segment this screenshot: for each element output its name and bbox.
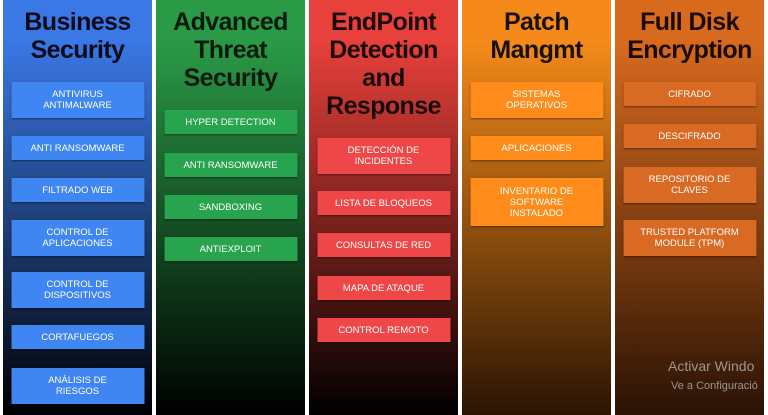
column-title: EndPoint Detection and Response xyxy=(326,8,441,120)
module-item: CONTROL DE APLICACIONES xyxy=(11,220,144,256)
module-item: DETECCIÓN DE INCIDENTES xyxy=(317,138,450,174)
column-title: Full Disk Encryption xyxy=(627,8,752,64)
column-title: Patch Mangmt xyxy=(490,8,583,64)
module-item: SISTEMAS OPERATIVOS xyxy=(470,82,603,118)
module-item: INVENTARIO DE SOFTWARE INSTALADO xyxy=(470,178,603,226)
module-item: ANÁLISIS DE RIESGOS xyxy=(11,368,144,404)
module-item: ANTIEXPLOIT xyxy=(164,237,297,261)
activate-windows-watermark: Activar Windo xyxy=(668,358,755,374)
module-item: FILTRADO WEB xyxy=(11,178,144,202)
module-item: CONSULTAS DE RED xyxy=(317,233,450,257)
module-item: APLICACIONES xyxy=(470,136,603,160)
module-item: ANTIVIRUS ANTIMALWARE xyxy=(11,82,144,118)
module-item: ANTI RANSOMWARE xyxy=(164,153,297,177)
module-item: LISTA DE BLOQUEOS xyxy=(317,191,450,215)
module-item: MAPA DE ATAQUE xyxy=(317,276,450,300)
module-item: TRUSTED PLATFORM MODULE (TPM) xyxy=(623,220,756,256)
module-item: ANTI RANSOMWARE xyxy=(11,136,144,160)
module-item: REPOSITORIO DE CLAVES xyxy=(623,167,756,203)
module-item: CONTROL REMOTO xyxy=(317,318,450,342)
module-item: DESCIFRADO xyxy=(623,124,756,148)
module-item: HYPER DETECTION xyxy=(164,110,297,134)
module-item: CORTAFUEGOS xyxy=(11,325,144,349)
module-item: CIFRADO xyxy=(623,82,756,106)
module-item: SANDBOXING xyxy=(164,195,297,219)
activate-windows-subtext: Ve a Configuració xyxy=(671,380,758,392)
column-title: Business Security xyxy=(24,8,131,64)
column-title: Advanced Threat Security xyxy=(173,8,288,92)
module-item: CONTROL DE DISPOSITIVOS xyxy=(11,272,144,308)
